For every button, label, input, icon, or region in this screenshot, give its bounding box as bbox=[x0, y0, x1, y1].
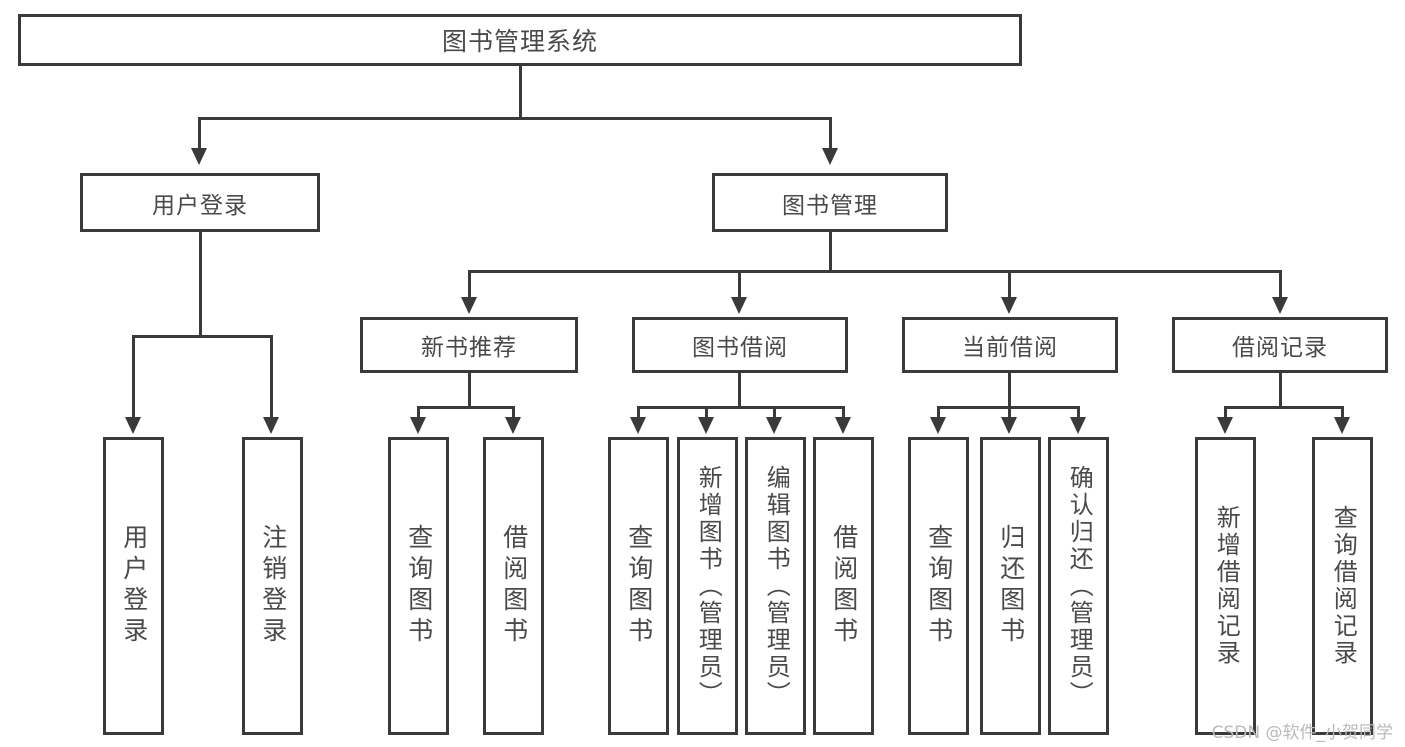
arrow-root-to-login bbox=[191, 148, 207, 165]
arrow-login-to-leaf-1 bbox=[125, 417, 141, 434]
leaf-label: 借阅图书 bbox=[499, 524, 529, 648]
connector-borrow-branch-3 bbox=[773, 406, 776, 418]
node-book-management[interactable]: 图书管理 bbox=[712, 173, 948, 232]
connector-bookmgmt-branch-4 bbox=[1279, 270, 1282, 298]
node-user-login[interactable]: 用户登录 bbox=[80, 173, 320, 232]
leaf-label: 新增借阅记录 bbox=[1212, 505, 1241, 667]
leaf-label: 注销登录 bbox=[258, 524, 288, 648]
leaf-query-borrow-record[interactable]: 查询借阅记录 bbox=[1312, 437, 1373, 735]
connector-root-to-bookmgmt bbox=[829, 117, 832, 149]
leaf-query-books-recommend[interactable]: 查询图书 bbox=[388, 437, 449, 735]
arrow-root-to-bookmgmt bbox=[822, 148, 838, 165]
node-current-borrow[interactable]: 当前借阅 bbox=[902, 317, 1118, 373]
connector-bookmgmt-branch-2 bbox=[738, 270, 741, 298]
connector-borrow-branch-2 bbox=[705, 406, 708, 418]
connector-records-bar bbox=[1224, 406, 1344, 409]
node-borrow-records[interactable]: 借阅记录 bbox=[1172, 317, 1388, 373]
node-label: 用户登录 bbox=[152, 192, 248, 219]
arrow-records-to-leaf-2 bbox=[1334, 417, 1350, 434]
connector-records-branch-1 bbox=[1224, 406, 1227, 418]
connector-newbooks-branch-2 bbox=[512, 406, 515, 418]
leaf-label: 用户登录 bbox=[119, 524, 149, 648]
connector-login-bar bbox=[132, 335, 273, 338]
leaf-borrow-books-borrow[interactable]: 借阅图书 bbox=[813, 437, 874, 735]
node-label: 借阅记录 bbox=[1232, 335, 1328, 361]
leaf-label: 编辑图书（管理员） bbox=[762, 464, 791, 708]
connector-root-bar bbox=[198, 117, 832, 120]
connector-borrow-bar bbox=[637, 406, 845, 409]
leaf-label: 查询图书 bbox=[624, 524, 654, 648]
leaf-label: 查询图书 bbox=[404, 524, 434, 648]
node-label: 图书管理 bbox=[782, 192, 878, 219]
node-new-book-recommend[interactable]: 新书推荐 bbox=[360, 317, 578, 373]
connector-records-stem bbox=[1279, 373, 1282, 408]
leaf-query-books-borrow[interactable]: 查询图书 bbox=[608, 437, 669, 735]
arrow-borrow-to-leaf-1 bbox=[630, 417, 646, 434]
arrow-borrow-to-leaf-4 bbox=[835, 417, 851, 434]
connector-bookmgmt-bar bbox=[468, 270, 1282, 273]
arrow-bookmgmt-to-borrow bbox=[731, 297, 747, 314]
connector-login-branch-2 bbox=[270, 335, 273, 418]
node-label: 新书推荐 bbox=[421, 335, 517, 361]
connector-borrow-branch-4 bbox=[842, 406, 845, 418]
node-label: 图书管理系统 bbox=[441, 27, 598, 56]
csdn-watermark: CSDN @软件_小贺同学 bbox=[1211, 723, 1393, 743]
connector-records-branch-2 bbox=[1341, 406, 1344, 418]
leaf-add-book-admin[interactable]: 新增图书（管理员） bbox=[677, 437, 738, 735]
leaf-label: 新增图书（管理员） bbox=[694, 464, 723, 708]
arrow-bookmgmt-to-records bbox=[1272, 297, 1288, 314]
leaf-add-borrow-record[interactable]: 新增借阅记录 bbox=[1195, 437, 1256, 735]
arrow-current-to-leaf-2 bbox=[1001, 417, 1017, 434]
connector-newbooks-stem bbox=[468, 373, 471, 408]
connector-newbooks-branch-1 bbox=[417, 406, 420, 418]
arrow-bookmgmt-to-newbooks bbox=[461, 297, 477, 314]
connector-bookmgmt-branch-1 bbox=[468, 270, 471, 298]
leaf-user-login[interactable]: 用户登录 bbox=[103, 437, 164, 735]
arrow-newbooks-to-leaf-2 bbox=[505, 417, 521, 434]
leaf-logout[interactable]: 注销登录 bbox=[242, 437, 303, 735]
leaf-borrow-books-recommend[interactable]: 借阅图书 bbox=[483, 437, 544, 735]
connector-current-branch-2 bbox=[1008, 406, 1011, 418]
leaf-label: 归还图书 bbox=[996, 524, 1026, 648]
connector-login-branch-1 bbox=[132, 335, 135, 418]
leaf-label: 借阅图书 bbox=[829, 524, 859, 648]
connector-current-branch-3 bbox=[1077, 406, 1080, 418]
arrow-bookmgmt-to-current bbox=[1001, 297, 1017, 314]
connector-bookmgmt-branch-3 bbox=[1008, 270, 1011, 298]
connector-bookmgmt-stem bbox=[829, 232, 832, 272]
arrow-login-to-leaf-2 bbox=[263, 417, 279, 434]
connector-root-to-login bbox=[198, 117, 201, 149]
connector-login-stem bbox=[199, 232, 202, 335]
arrow-borrow-to-leaf-2 bbox=[698, 417, 714, 434]
connector-current-stem bbox=[1008, 373, 1011, 408]
arrow-current-to-leaf-3 bbox=[1070, 417, 1086, 434]
node-book-borrow[interactable]: 图书借阅 bbox=[632, 317, 848, 373]
leaf-confirm-return-admin[interactable]: 确认归还（管理员） bbox=[1048, 437, 1109, 735]
arrow-newbooks-to-leaf-1 bbox=[410, 417, 426, 434]
connector-borrow-branch-1 bbox=[637, 406, 640, 418]
leaf-query-books-current[interactable]: 查询图书 bbox=[908, 437, 969, 735]
arrow-current-to-leaf-1 bbox=[930, 417, 946, 434]
connector-root-stem bbox=[519, 66, 522, 117]
connector-current-branch-1 bbox=[937, 406, 940, 418]
leaf-edit-book-admin[interactable]: 编辑图书（管理员） bbox=[745, 437, 806, 735]
arrow-records-to-leaf-1 bbox=[1217, 417, 1233, 434]
arrow-borrow-to-leaf-3 bbox=[766, 417, 782, 434]
leaf-label: 查询借阅记录 bbox=[1329, 505, 1358, 667]
leaf-return-books[interactable]: 归还图书 bbox=[980, 437, 1041, 735]
connector-newbooks-bar bbox=[417, 406, 515, 409]
leaf-label: 确认归还（管理员） bbox=[1065, 464, 1094, 708]
node-label: 图书借阅 bbox=[692, 335, 788, 361]
node-label: 当前借阅 bbox=[962, 335, 1058, 361]
node-root-system[interactable]: 图书管理系统 bbox=[18, 14, 1022, 66]
connector-borrow-stem bbox=[738, 373, 741, 408]
leaf-label: 查询图书 bbox=[924, 524, 954, 648]
